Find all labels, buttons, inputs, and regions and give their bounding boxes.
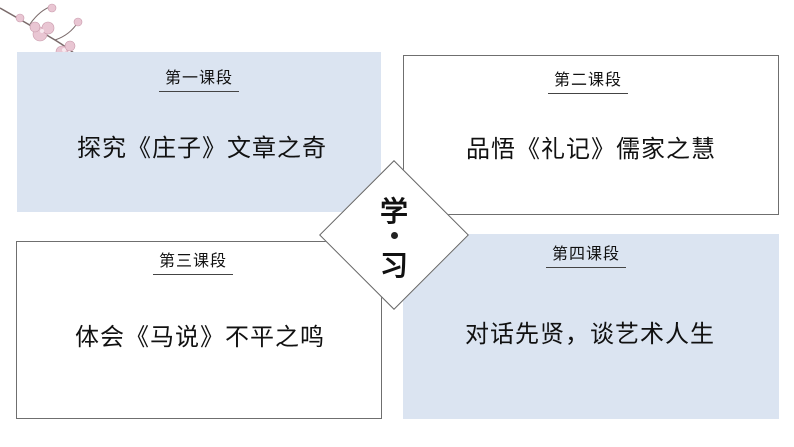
- center-top-char: 学: [379, 195, 408, 228]
- section-card-3: 第三课段 体会《马说》不平之鸣: [16, 241, 382, 419]
- section-card-1: 第一课段 探究《庄子》文章之奇: [17, 52, 381, 212]
- section-stage-label: 第一课段: [158, 64, 240, 92]
- section-stage-label: 第二课段: [547, 66, 629, 94]
- section-stage-label: 第三课段: [152, 247, 234, 275]
- section-stage-label: 第四课段: [545, 240, 627, 268]
- section-card-2: 第二课段 品悟《礼记》儒家之慧: [403, 55, 779, 215]
- section-title: 探究《庄子》文章之奇: [77, 134, 327, 162]
- section-card-4: 第四课段 对话先贤，谈艺术人生: [403, 234, 779, 419]
- center-bottom-char: 习: [379, 249, 408, 282]
- section-title: 体会《马说》不平之鸣: [75, 323, 325, 351]
- center-diamond: 学 习: [319, 160, 469, 310]
- section-title: 品悟《礼记》儒家之慧: [466, 135, 716, 163]
- section-title: 对话先贤，谈艺术人生: [465, 320, 715, 348]
- center-dot: [391, 232, 398, 239]
